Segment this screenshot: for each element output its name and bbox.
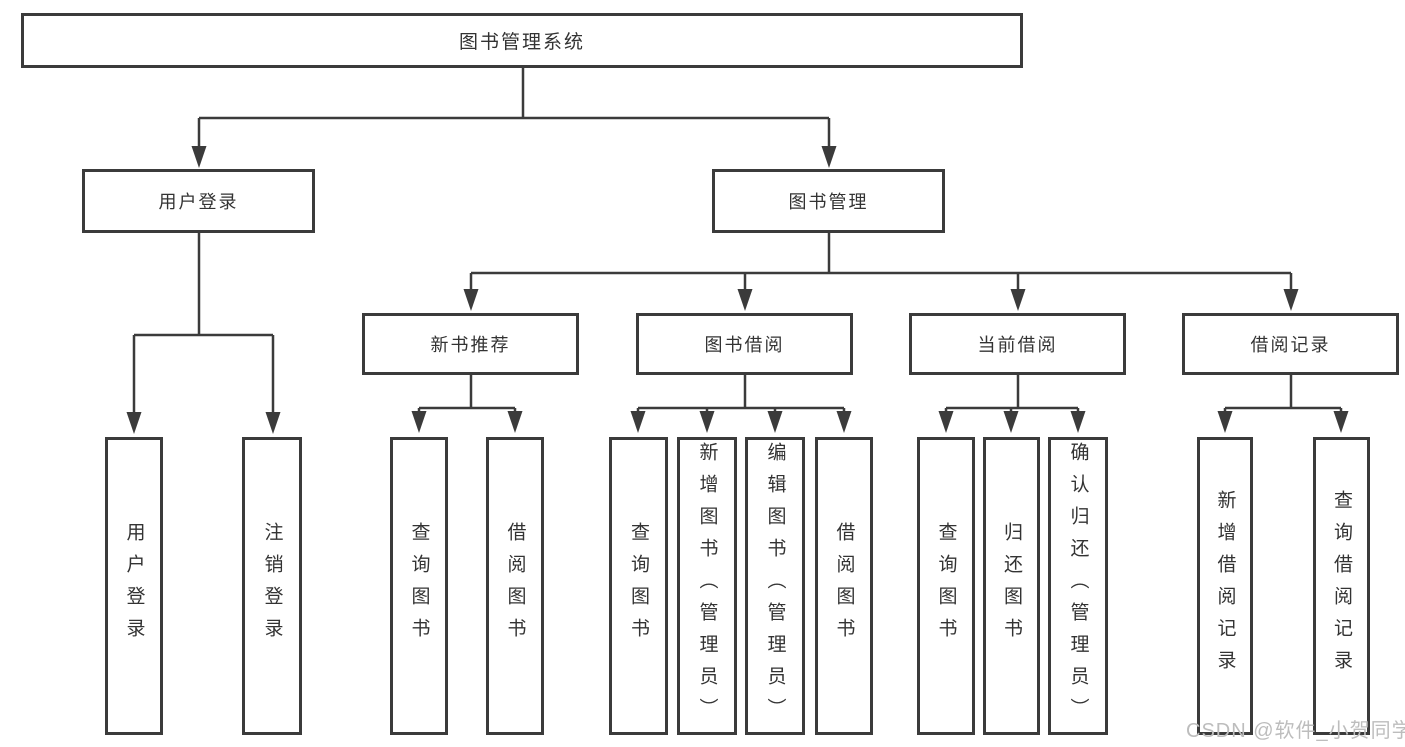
leaf-add-borrow-record: 新增借阅记录: [1197, 437, 1253, 735]
leaf-query-books-borrow-label: 查询图书: [628, 522, 649, 650]
leaf-borrow-books-recommend: 借阅图书: [486, 437, 544, 735]
leaf-query-borrow-record: 查询借阅记录: [1313, 437, 1370, 735]
leaf-return-books-label: 归还图书: [1001, 522, 1022, 650]
watermark: CSDN @软件_小贺同学: [1186, 720, 1405, 742]
arrowheads: [126, 146, 1349, 434]
node-borrowing-records: 借阅记录: [1182, 313, 1399, 375]
leaf-query-borrow-record-label: 查询借阅记录: [1331, 490, 1352, 682]
leaf-logout: 注销登录: [242, 437, 302, 735]
leaf-user-login-label: 用户登录: [123, 522, 145, 650]
leaf-borrow-books-label: 借阅图书: [833, 522, 855, 650]
leaf-query-books-current: 查询图书: [917, 437, 975, 735]
node-current-borrowing: 当前借阅: [909, 313, 1126, 375]
node-user-login: 用户登录: [82, 169, 315, 233]
node-library-management-system: 图书管理系统: [21, 13, 1023, 68]
leaf-add-borrow-record-label: 新增借阅记录: [1214, 490, 1236, 682]
node-book-management: 图书管理: [712, 169, 945, 233]
leaf-edit-books-admin-label: 编辑图书（管理员）: [764, 442, 786, 730]
leaf-query-books-recommend: 查询图书: [390, 437, 448, 735]
leaf-confirm-return-admin: 确认归还（管理员）: [1048, 437, 1108, 735]
leaf-return-books: 归还图书: [983, 437, 1040, 735]
leaf-borrow-books: 借阅图书: [815, 437, 873, 735]
leaf-add-books-admin-label: 新增图书（管理员）: [696, 442, 718, 730]
leaf-query-books-current-label: 查询图书: [935, 522, 957, 650]
node-book-borrowing: 图书借阅: [636, 313, 853, 375]
leaf-user-login: 用户登录: [105, 437, 163, 735]
leaf-query-books-recommend-label: 查询图书: [408, 522, 430, 650]
leaf-query-books-borrow: 查询图书: [609, 437, 668, 735]
node-new-book-recommendation: 新书推荐: [362, 313, 579, 375]
leaf-confirm-return-admin-label: 确认归还（管理员）: [1067, 442, 1089, 730]
leaf-add-books-admin: 新增图书（管理员）: [677, 437, 737, 735]
leaf-borrow-books-recommend-label: 借阅图书: [504, 522, 526, 650]
leaf-logout-label: 注销登录: [261, 522, 283, 650]
leaf-edit-books-admin: 编辑图书（管理员）: [745, 437, 805, 735]
